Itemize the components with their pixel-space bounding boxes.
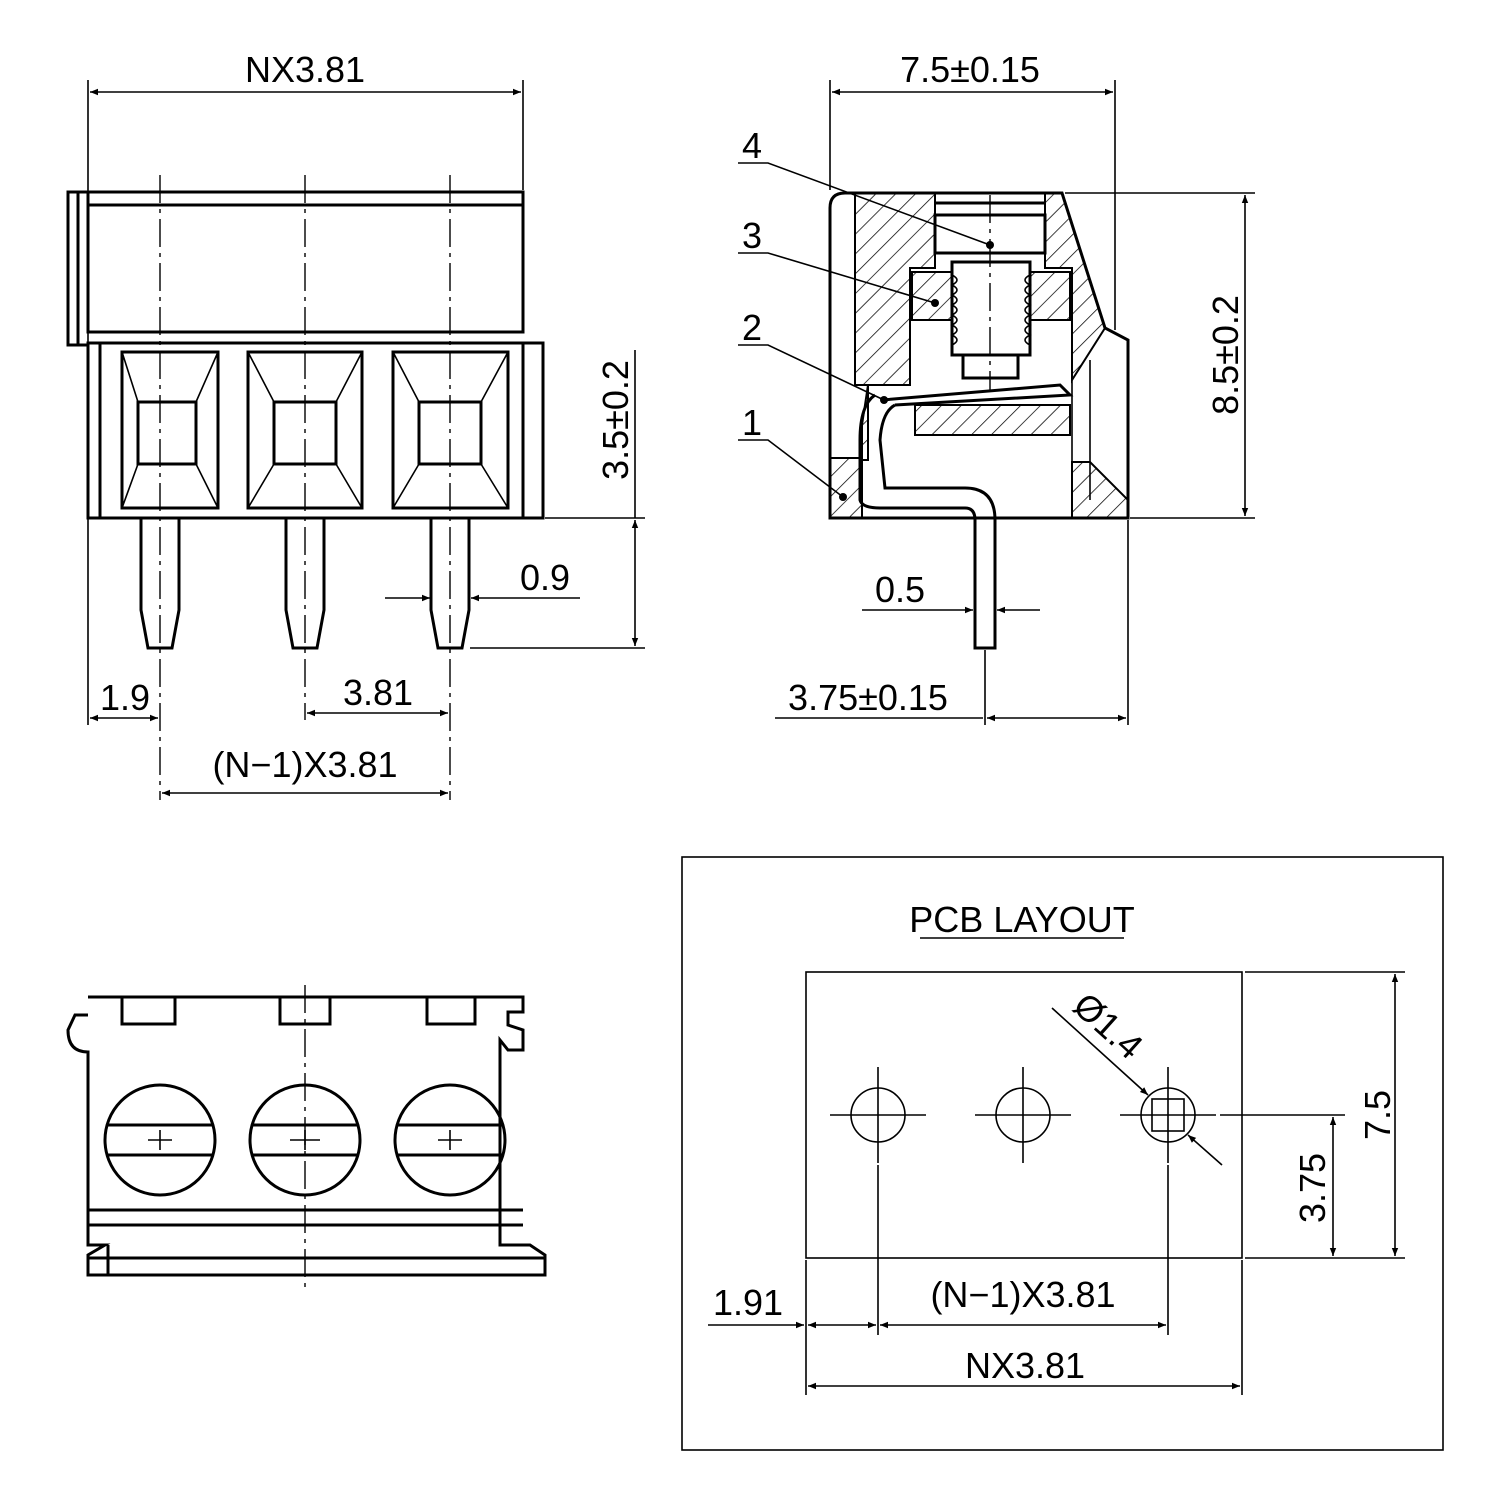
front-width-label: NX3.81 xyxy=(245,49,365,90)
callout-4: 4 xyxy=(742,125,762,166)
pcb-width-label: NX3.81 xyxy=(965,1345,1085,1386)
pins xyxy=(139,518,471,650)
pin-offset-label: 3.75±0.15 xyxy=(788,677,948,718)
callout-2: 2 xyxy=(742,307,762,348)
front-height-label: 3.5±0.2 xyxy=(595,360,636,480)
hole-diameter-label: Ø1.4 xyxy=(1066,984,1151,1067)
pcb-layout-panel: PCB LAYOUT Ø1.4 7.5 3.75 1.91 (N−1)X3.81… xyxy=(681,856,1444,1451)
side-width-label: 7.5±0.15 xyxy=(900,49,1040,90)
pcb-holes xyxy=(830,1067,1216,1163)
span-label: (N−1)X3.81 xyxy=(212,744,397,785)
pcb-layout-title: PCB LAYOUT xyxy=(909,899,1134,940)
pin-thickness-label: 0.5 xyxy=(875,569,925,610)
side-height-label: 8.5±0.2 xyxy=(1205,295,1246,415)
front-view: NX3.81 3.5±0.2 0.9 1.9 3.81 (N−1)X3.81 xyxy=(66,49,645,800)
pcb-hole-offset-label: 3.75 xyxy=(1292,1153,1333,1223)
pin-width-label: 0.9 xyxy=(520,557,570,598)
pcb-span-label: (N−1)X3.81 xyxy=(930,1274,1115,1315)
pcb-edge-offset-label: 1.91 xyxy=(713,1282,783,1323)
top-view xyxy=(66,985,547,1290)
callout-3: 3 xyxy=(742,215,762,256)
pcb-depth-label: 7.5 xyxy=(1357,1090,1398,1140)
callouts: 4 3 2 1 xyxy=(738,125,994,501)
side-view: 4 3 2 1 7.5±0.15 8.5±0.2 0.5 3.75±0.15 xyxy=(738,49,1255,725)
callout-1: 1 xyxy=(742,402,762,443)
pitch-label: 3.81 xyxy=(343,672,413,713)
edge-offset-label: 1.9 xyxy=(100,677,150,718)
